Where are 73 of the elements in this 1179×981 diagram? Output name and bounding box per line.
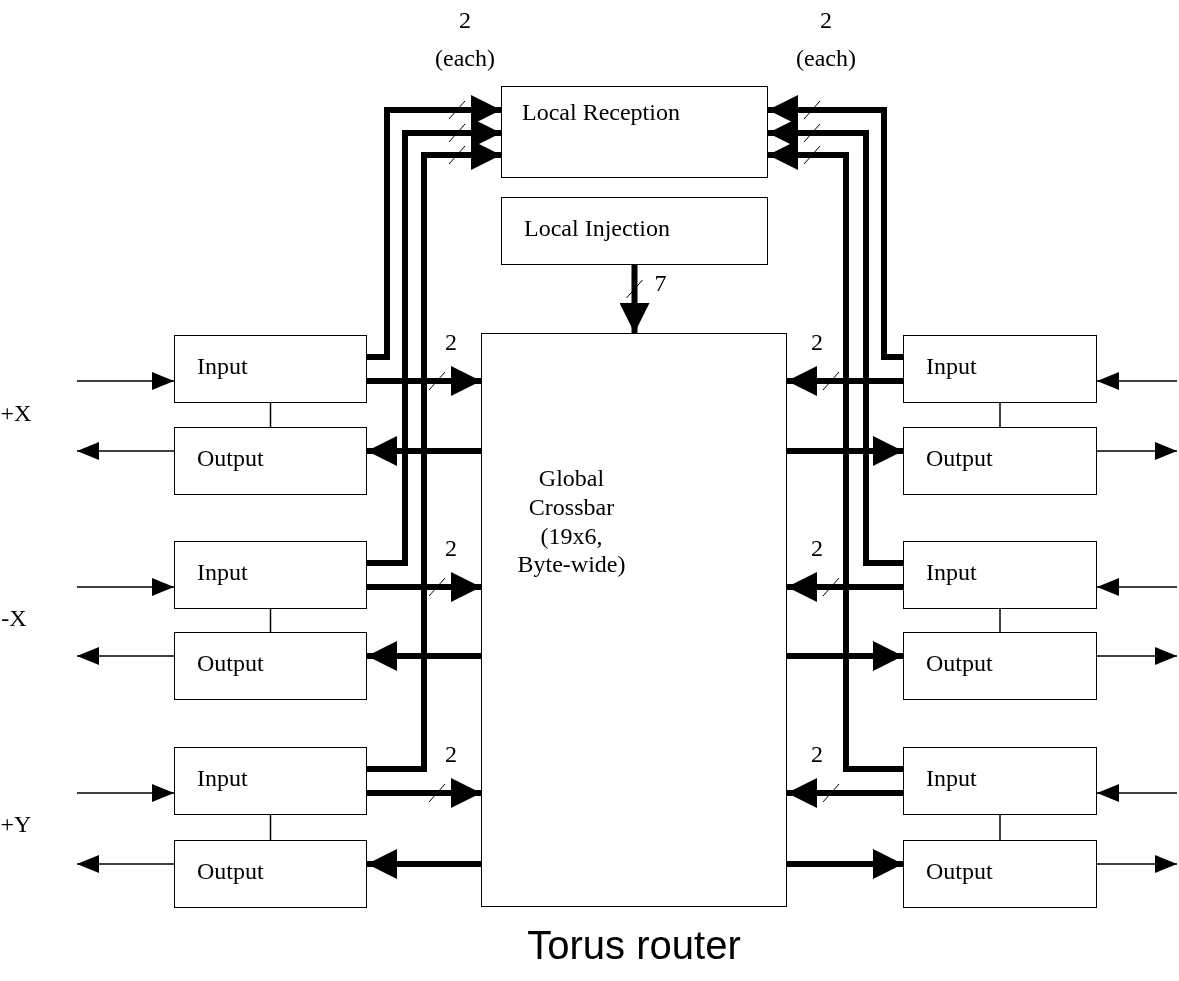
box-label: Output [926, 649, 993, 677]
process-box [501, 86, 768, 178]
process-box [174, 335, 367, 403]
connector-line [269, 608, 272, 633]
arrow [1096, 647, 1178, 665]
arrow [76, 855, 175, 873]
arrow [1096, 442, 1178, 460]
arrow [367, 641, 481, 671]
annotation-text: 2 [820, 6, 832, 34]
arrow [367, 849, 481, 879]
arrow [787, 849, 903, 879]
connector-line [999, 402, 1001, 428]
arrow [367, 572, 481, 602]
box-label: Output [926, 444, 993, 472]
box-label: Local Injection [524, 214, 670, 242]
annotation-text: +Y [0, 810, 32, 838]
arrow [367, 778, 481, 808]
process-box [174, 840, 367, 908]
box-label: Output [197, 857, 264, 885]
process-box [903, 427, 1097, 495]
arrow [367, 118, 501, 566]
arrow [367, 366, 481, 396]
arrow [76, 372, 175, 390]
process-box [903, 541, 1097, 609]
arrow [367, 95, 501, 360]
annotation-text: (each) [435, 44, 495, 72]
arrow [787, 366, 903, 396]
connector-line [269, 402, 272, 428]
process-box [903, 840, 1097, 908]
crossbar-box [481, 333, 787, 907]
box-label: Input [197, 352, 248, 380]
process-box [903, 335, 1097, 403]
box-label: Output [197, 649, 264, 677]
arrow [787, 436, 903, 466]
arrow [619, 265, 650, 333]
arrow [1096, 855, 1178, 873]
box-label: Output [926, 857, 993, 885]
arrow [76, 442, 175, 460]
connector-line [269, 814, 272, 841]
annotation-text: -X [1, 604, 27, 632]
arrow [76, 647, 175, 665]
process-box [903, 632, 1097, 700]
arrow [1096, 372, 1178, 390]
arrow [1096, 784, 1178, 802]
process-box [501, 197, 768, 265]
annotation-text: (each) [796, 44, 856, 72]
arrow [768, 118, 903, 566]
box-label: Global Crossbar (19x6, Byte-wide) [516, 464, 627, 580]
arrow [367, 436, 481, 466]
process-box [174, 541, 367, 609]
process-box [174, 747, 367, 815]
box-label: Output [197, 444, 264, 472]
connector-line [999, 814, 1001, 841]
caption: Torus router [527, 922, 741, 968]
arrow [76, 578, 175, 596]
process-box [903, 747, 1097, 815]
arrow [76, 784, 175, 802]
box-label: Input [197, 558, 248, 586]
box-label: Input [926, 764, 977, 792]
box-label: Input [197, 764, 248, 792]
arrow [787, 641, 903, 671]
annotation-text: 2 [459, 6, 471, 34]
box-label: Input [926, 352, 977, 380]
process-box [174, 427, 367, 495]
arrow [768, 95, 903, 360]
box-label: Input [926, 558, 977, 586]
box-label: Local Reception [522, 99, 680, 126]
connector-line [999, 608, 1001, 633]
process-box [174, 632, 367, 700]
annotation-text: +X [0, 399, 32, 427]
arrow [787, 572, 903, 602]
arrow [787, 778, 903, 808]
arrow [1096, 578, 1178, 596]
